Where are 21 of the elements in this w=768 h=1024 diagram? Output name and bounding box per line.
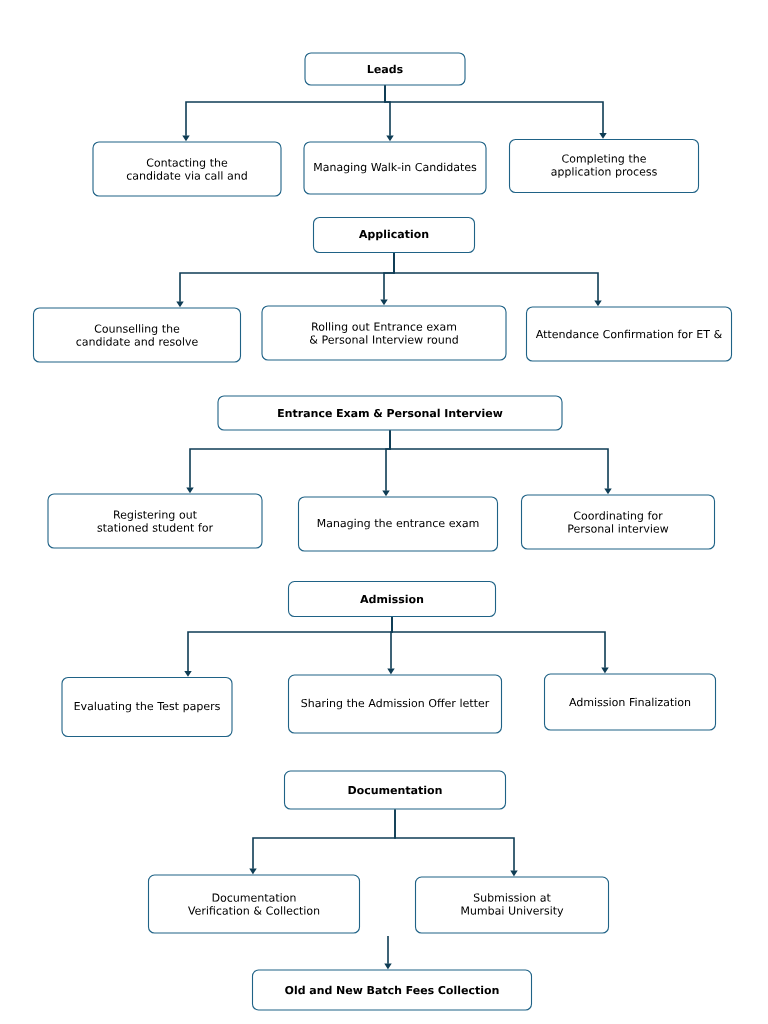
process-box: Managing Walk-in Candidates xyxy=(303,141,487,195)
heading-box: Admission xyxy=(287,580,497,618)
heading-box: Old and New Batch Fees Collection xyxy=(251,969,533,1011)
process-box: Coordinating for Personal interview xyxy=(520,494,716,550)
heading-box: Documentation xyxy=(283,770,507,810)
process-box: Evaluating the Test papers xyxy=(61,676,233,738)
process-box: Contacting the candidate via call and xyxy=(92,141,282,197)
process-box: Admission Finalization xyxy=(543,673,717,731)
process-box: Counselling the candidate and resolve xyxy=(32,307,242,363)
heading-box: Entrance Exam & Personal Interview xyxy=(217,395,563,431)
process-box: Sharing the Admission Offer letter xyxy=(287,674,503,734)
process-box: Submission at Mumbai University xyxy=(414,876,610,934)
process-box: Documentation Verification & Collection xyxy=(147,874,361,934)
process-box: Managing the entrance exam xyxy=(297,496,499,552)
heading-box: Application xyxy=(312,216,476,254)
heading-box: Leads xyxy=(304,52,466,86)
process-box: Rolling out Entrance exam & Personal Interview round xyxy=(261,305,507,361)
arrow xyxy=(384,84,607,139)
process-box: Registering out stationed student for xyxy=(47,493,263,549)
process-box: Attendance Confirmation for ET & xyxy=(525,306,733,362)
process-box: Completing the application process xyxy=(508,138,700,194)
